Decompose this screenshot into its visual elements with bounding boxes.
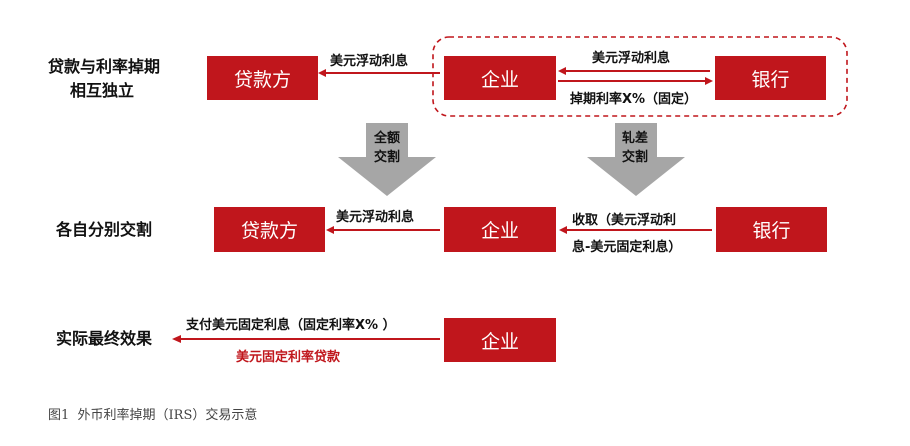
row1-top-arrow-label: 美元浮动利息 — [592, 51, 671, 66]
row3-bottom-arrow-label: 美元固定利率贷款 — [236, 350, 341, 365]
left-down-arrow-label-line1: 全额 — [374, 131, 401, 146]
row2-borrower-box: 贷款方 — [214, 207, 325, 252]
row1-bank-box: 银行 — [715, 56, 826, 100]
right-down-arrow-label-line2: 交割 — [622, 150, 649, 165]
row2-enterprise-box: 企业 — [444, 207, 556, 252]
figure-caption: 图1 外币利率掉期（IRS）交易示意 — [48, 408, 258, 423]
row1-borrower-box: 贷款方 — [207, 56, 318, 100]
row1-bottom-arrowhead — [705, 77, 713, 85]
row2-label: 各自分别交割 — [56, 220, 153, 239]
row3-arrowhead — [172, 335, 181, 343]
row3-enterprise-box: 企业 — [444, 318, 556, 362]
row3-label: 实际最终效果 — [56, 329, 153, 348]
row2-left-arrowhead — [326, 226, 334, 234]
left-down-arrow-label-line2: 交割 — [374, 150, 401, 165]
row1-enterprise-box: 企业 — [444, 56, 556, 100]
left-down-arrow — [338, 123, 436, 196]
right-down-arrow-label-line1: 轧差 — [622, 131, 649, 146]
row2-right-arrowhead — [559, 226, 567, 234]
row1-left-arrowhead — [318, 69, 326, 77]
row1-bottom-arrow-label: 掉期利率X%（固定） — [570, 92, 698, 107]
row1-top-arrowhead — [558, 67, 566, 75]
row2-bank-box: 银行 — [716, 207, 827, 252]
row3-top-arrow-label: 支付美元固定利息（固定利率X% ） — [186, 318, 396, 333]
row1-label-line1: 贷款与利率掉期 — [48, 57, 161, 76]
row1-label-line2: 相互独立 — [70, 81, 135, 100]
row2-right-arrow-label-line1: 收取（美元浮动利 — [572, 213, 677, 228]
dashed-group-frame — [432, 36, 848, 117]
row2-left-arrow-label: 美元浮动利息 — [336, 210, 415, 225]
row2-right-arrow-label-line2: 息-美元固定利息） — [572, 240, 682, 255]
row1-left-arrow-label: 美元浮动利息 — [330, 54, 409, 69]
right-down-arrow — [587, 123, 685, 196]
